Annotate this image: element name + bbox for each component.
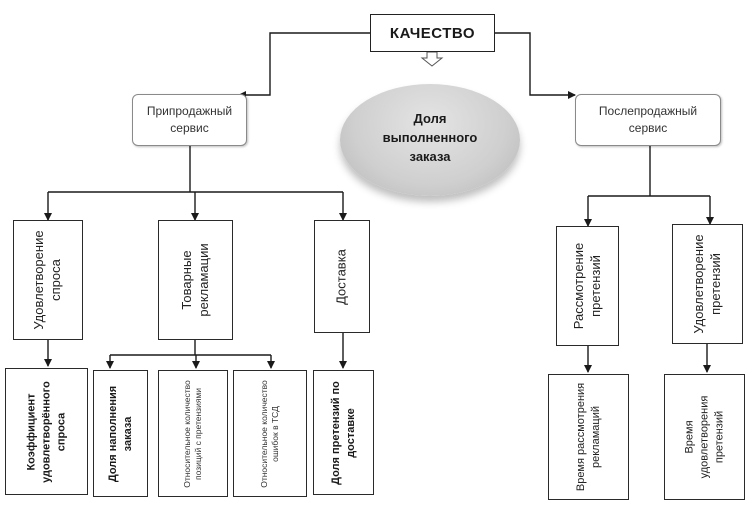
demand-satisfaction-label: Удовлетворение спроса — [31, 230, 63, 330]
satisfied-demand-coefficient-box: Коэффициент удовлетворённого спроса — [5, 368, 88, 495]
claimed-items-ratio-box: Относительное количество позиций с прете… — [158, 370, 228, 497]
fill-rate-ellipse: Доля выполненного заказа — [340, 84, 520, 196]
tsd-errors-ratio-box: Относительное количество ошибок в ТСД — [233, 370, 307, 497]
delivery-box: Доставка — [314, 220, 370, 333]
delivery-label: Доставка — [333, 248, 349, 305]
claims-satisfaction-time-box: Время удовлетворения претензий — [664, 374, 745, 500]
claims-review-time-box: Время рассмотрения рекламаций — [548, 374, 629, 500]
down-arrow-icon — [420, 51, 444, 67]
product-claims-label: Товарные рекламации — [178, 243, 211, 317]
product-claims-box: Товарные рекламации — [158, 220, 233, 340]
presale-service-box: Припродажный сервис — [132, 94, 247, 146]
connector-title-postsale — [495, 32, 576, 99]
claims-review-box: Рассмотрение претензий — [556, 226, 619, 346]
claims-review-time-label: Время рассмотрения рекламаций — [574, 382, 602, 492]
fill-rate-label: Доля выполненного заказа — [382, 111, 478, 164]
claims-satisfaction-label: Удовлетворение претензий — [690, 234, 723, 334]
claimed-items-ratio-label: Относительное количество позиций с прете… — [181, 379, 203, 488]
tsd-errors-ratio-label: Относительное количество ошибок в ТСД — [258, 379, 280, 488]
satisfied-demand-coefficient-label: Коэффициент удовлетворённого спроса — [25, 380, 67, 483]
order-fill-share-box: Доля наполнения заказа — [93, 370, 148, 497]
postsale-service-label: Послепродажный сервис — [598, 103, 698, 135]
claims-satisfaction-time-label: Время удовлетворения претензий — [683, 395, 725, 479]
presale-service-label: Припродажный сервис — [146, 103, 233, 135]
connector-title-presale — [238, 32, 370, 99]
postsale-service-box: Послепродажный сервис — [575, 94, 721, 146]
claims-review-label: Рассмотрение претензий — [570, 242, 603, 330]
delivery-claims-share-box: Доля претензий по доставке — [313, 370, 374, 495]
claims-satisfaction-box: Удовлетворение претензий — [672, 224, 743, 344]
quality-title-box: КАЧЕСТВО — [370, 14, 495, 52]
demand-satisfaction-box: Удовлетворение спроса — [13, 220, 83, 340]
order-fill-share-label: Доля наполнения заказа — [106, 385, 134, 482]
delivery-claims-share-label: Доля претензий по доставке — [329, 380, 357, 485]
quality-title: КАЧЕСТВО — [389, 24, 476, 42]
